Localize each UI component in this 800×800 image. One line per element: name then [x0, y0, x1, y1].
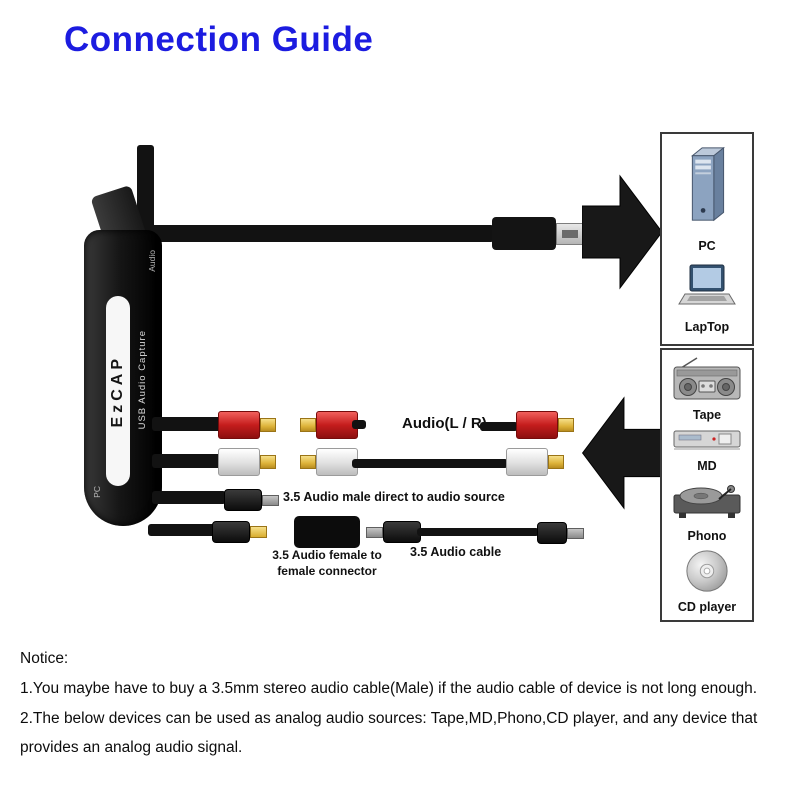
notice-line-2: 2.The below devices can be used as analo…	[20, 709, 758, 757]
jack-plug-male	[224, 489, 279, 511]
notice-line-1: 1.You maybe have to buy a 3.5mm stereo a…	[20, 679, 758, 697]
laptop-label: LapTop	[684, 319, 730, 334]
cable-segment	[352, 420, 366, 429]
audio-cable-label: 3.5 Audio cable	[410, 545, 502, 559]
laptop-icon	[678, 264, 736, 305]
notice-heading: Notice:	[20, 650, 69, 667]
jack-tip	[366, 526, 383, 538]
jack-plug-cable-end-left	[366, 521, 421, 543]
device-product-label: USB Audio Capture	[137, 330, 148, 430]
rca-red-tip	[300, 418, 316, 432]
female-coupler	[294, 516, 360, 548]
rca-white-body	[506, 448, 548, 476]
audio-lr-label: Audio(L / R)	[402, 415, 487, 432]
audio-female-label-line2: female connector	[277, 564, 377, 578]
pc-label: PC	[698, 238, 716, 253]
tape-label: Tape	[692, 407, 722, 422]
jack-tip	[567, 527, 584, 539]
audio-female-label-line1: 3.5 Audio female to	[272, 548, 382, 562]
usb-plug-icon	[492, 217, 584, 250]
jack-plug-gold	[212, 521, 267, 543]
cable-segment	[480, 422, 518, 431]
rca-red-body	[516, 411, 558, 439]
md-label: MD	[697, 459, 717, 474]
cd-player-label: CD player	[677, 600, 737, 615]
usb-plug-metal	[556, 222, 584, 245]
right-arrow-icon	[582, 174, 663, 290]
usb-cable-horizontal	[137, 225, 494, 242]
rca-red-tip	[260, 418, 276, 432]
device-pc-port-label: PC	[92, 486, 102, 498]
rca-white-tip	[548, 455, 564, 469]
device-brand-stripe: EzCAP	[106, 296, 130, 486]
rca-plug-red-mate	[300, 411, 358, 439]
left-arrow-icon	[581, 396, 662, 510]
rca-white-cable	[152, 454, 222, 468]
cable-segment	[352, 459, 508, 468]
jack-body	[537, 522, 567, 544]
page-title: Connection Guide	[64, 20, 374, 59]
jack-cable	[152, 491, 226, 504]
jack-body	[224, 489, 262, 511]
jack-tip	[262, 494, 279, 506]
pc-box: PC LapTop	[660, 132, 754, 346]
rca-plug-white-left	[218, 448, 276, 476]
jack-body	[383, 521, 421, 543]
cable-segment	[417, 528, 539, 536]
md-icon	[673, 430, 741, 450]
device-brand: EzCAP	[109, 354, 126, 428]
pc-tower-icon	[690, 147, 725, 222]
rca-white-tip	[300, 455, 316, 469]
rca-red-cable	[152, 417, 222, 431]
rca-red-body	[316, 411, 358, 439]
rca-plug-red-left	[218, 411, 276, 439]
device-audio-port-label: Audio	[147, 250, 157, 272]
rca-plug-white-far	[506, 448, 564, 476]
tape-icon	[673, 357, 741, 400]
notice-block: Notice: 1.You maybe have to buy a 3.5mm …	[20, 644, 786, 763]
jack-cable	[148, 524, 216, 536]
cd-player-icon	[686, 550, 728, 592]
usb-plug-body	[492, 217, 556, 250]
rca-red-tip	[558, 418, 574, 432]
jack-tip	[250, 526, 267, 538]
phono-icon	[673, 484, 741, 518]
rca-white-body	[218, 448, 260, 476]
audio-male-label: 3.5 Audio male direct to audio source	[283, 490, 505, 504]
rca-white-tip	[260, 455, 276, 469]
jack-plug-cable-end-right	[537, 522, 584, 544]
rca-plug-red-far	[516, 411, 574, 439]
source-box: Tape MD Phono	[660, 348, 754, 622]
phono-label: Phono	[687, 528, 727, 543]
rca-red-body	[218, 411, 260, 439]
audio-female-label: 3.5 Audio female to female connector	[262, 547, 392, 579]
usb-plug-slot	[562, 229, 578, 238]
rca-plug-white-mate	[300, 448, 358, 476]
rca-white-body	[316, 448, 358, 476]
jack-body	[212, 521, 250, 543]
